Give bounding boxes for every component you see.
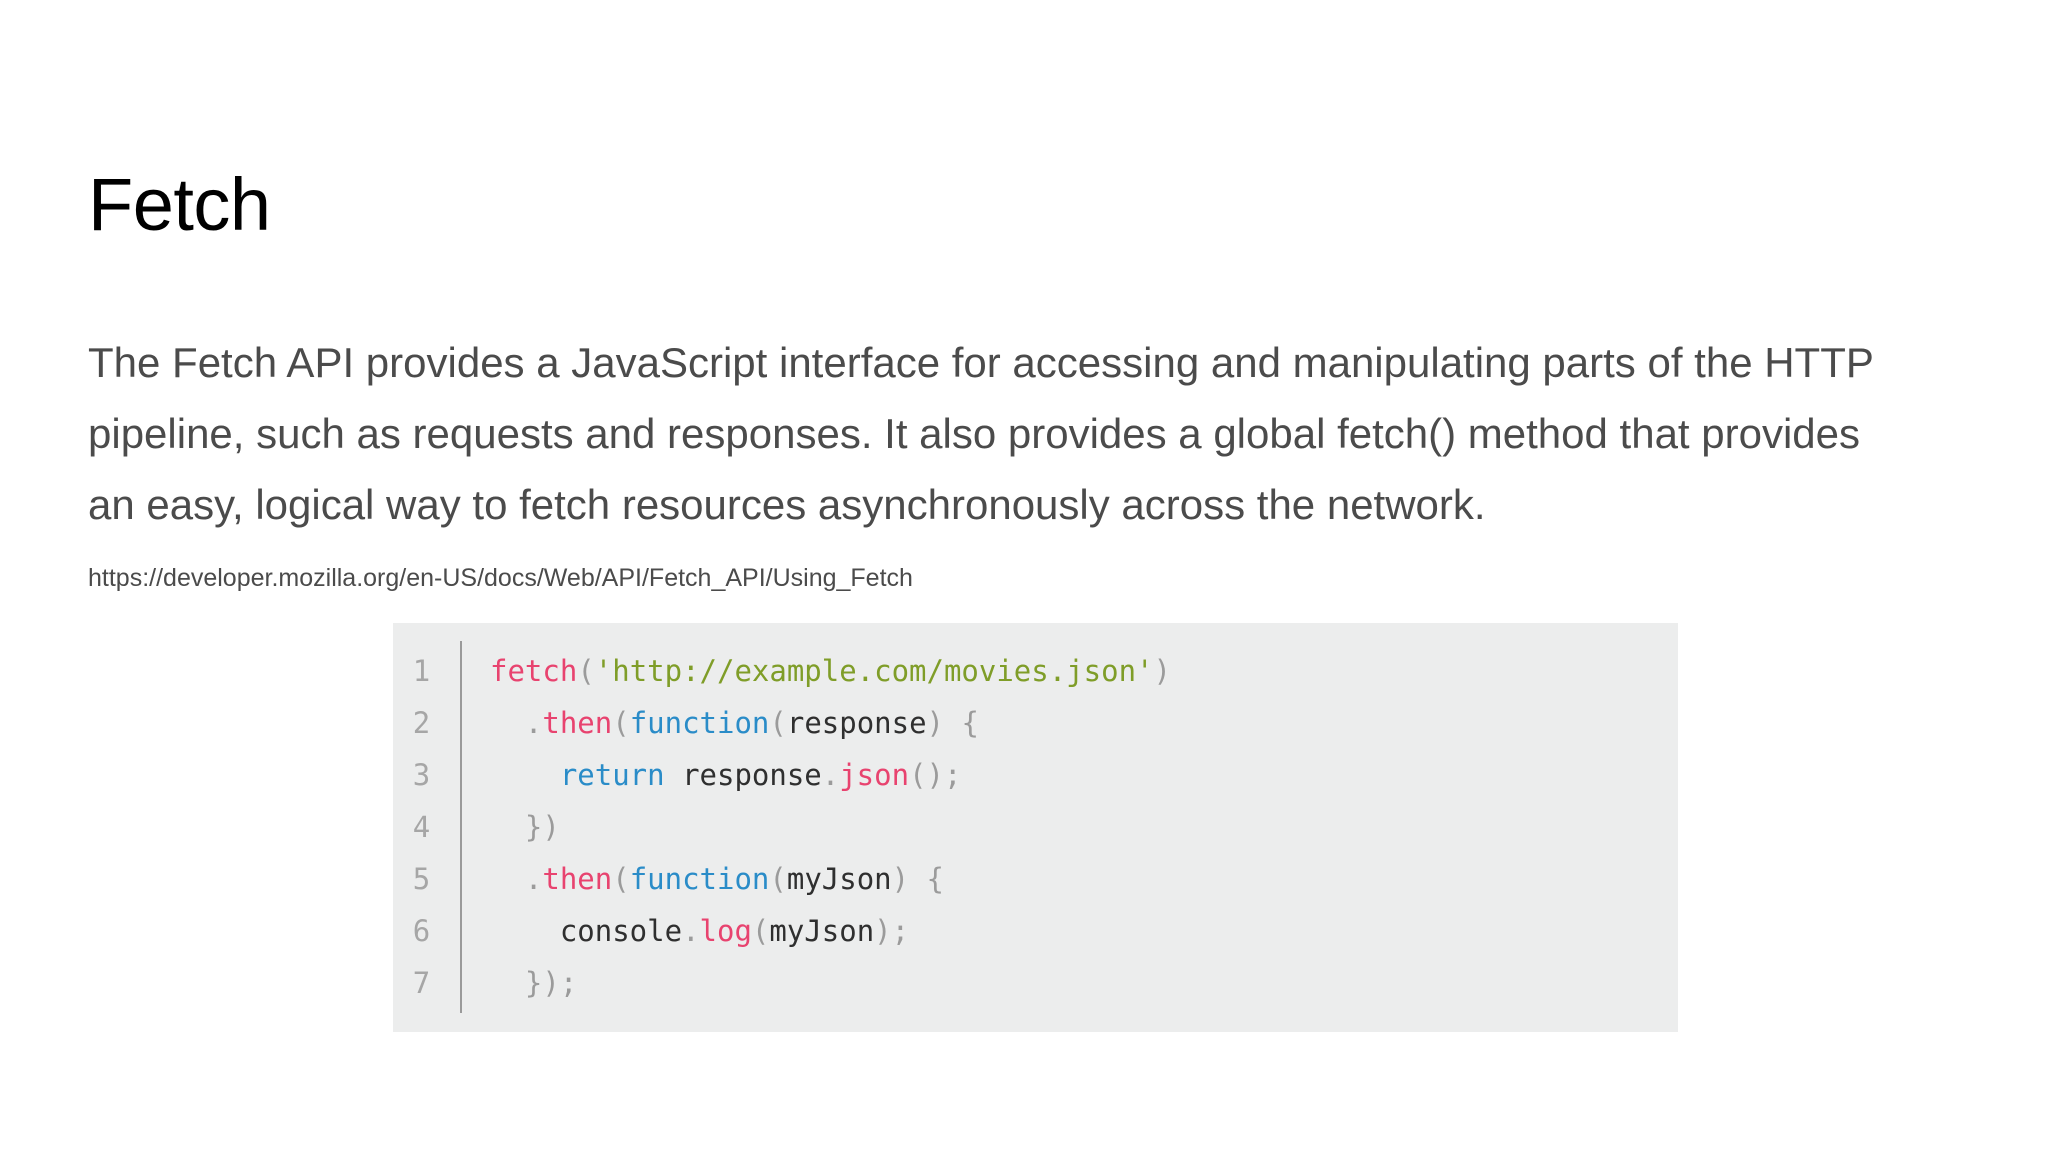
code-token-plain: console	[490, 914, 683, 948]
code-line: 5 .then(function(myJson) {	[393, 849, 1678, 909]
code-token-punct: .	[490, 706, 543, 740]
line-number: 3	[412, 758, 431, 792]
code-token-plain: myJson	[786, 862, 892, 896]
code-token-punct: (	[769, 706, 787, 740]
code-token-punct: (	[769, 862, 787, 896]
gutter-divider	[450, 849, 474, 909]
code-token-punct: ) {	[926, 706, 979, 740]
line-number: 5	[412, 862, 431, 896]
code-token-punct: .	[490, 862, 543, 896]
code-token-punct: });	[490, 966, 578, 1000]
code-token-fn: json	[839, 758, 910, 792]
gutter-divider	[450, 953, 474, 1013]
gutter-divider	[450, 797, 474, 857]
code-token-plain	[490, 758, 560, 792]
code-token-punct: ();	[909, 758, 962, 792]
code-token-punct: .	[682, 914, 700, 948]
code-line: 6 console.log(myJson);	[393, 901, 1678, 961]
line-number: 7	[412, 966, 431, 1000]
code-token-plain: response	[664, 758, 822, 792]
gutter-divider	[450, 745, 474, 805]
code-token-punct: )	[1153, 654, 1171, 688]
page-title: Fetch	[88, 162, 271, 246]
code-line-content: return response.json();	[474, 749, 1678, 801]
code-token-punct: (	[577, 654, 595, 688]
code-token-plain: response	[786, 706, 927, 740]
code-line: 3 return response.json();	[393, 745, 1678, 805]
code-line-content: .then(function(myJson) {	[474, 853, 1678, 905]
code-token-punct: .	[821, 758, 840, 792]
gutter-divider	[450, 901, 474, 961]
code-token-kw: function	[629, 706, 770, 740]
code-line-content: fetch('http://example.com/movies.json')	[474, 645, 1678, 697]
code-token-fn: log	[699, 914, 752, 948]
gutter-divider	[450, 641, 474, 701]
gutter-divider	[450, 693, 474, 753]
code-token-fn: fetch	[490, 654, 578, 688]
code-line-content: })	[474, 801, 1678, 853]
code-line-content: console.log(myJson);	[474, 905, 1678, 957]
code-line-content: .then(function(response) {	[474, 697, 1678, 749]
code-token-kw: return	[559, 758, 665, 792]
code-token-punct: (	[751, 914, 770, 948]
code-token-plain: myJson	[769, 914, 875, 948]
code-token-punct: (	[612, 706, 630, 740]
code-token-punct: })	[490, 810, 560, 844]
code-token-string: 'http://example.com/movies.json'	[594, 654, 1154, 688]
code-line: 2 .then(function(response) {	[393, 693, 1678, 753]
code-token-kw: function	[629, 862, 770, 896]
source-url-caption: https://developer.mozilla.org/en-US/docs…	[88, 564, 913, 592]
code-line: 1 fetch('http://example.com/movies.json')	[393, 641, 1678, 701]
code-line-content: });	[474, 957, 1678, 1009]
body-paragraph: The Fetch API provides a JavaScript inte…	[88, 339, 1874, 528]
code-token-fn: then	[542, 862, 613, 896]
code-token-punct: ) {	[891, 862, 945, 896]
line-number: 4	[412, 810, 431, 844]
line-number: 2	[412, 706, 431, 740]
code-token-punct: );	[874, 914, 910, 948]
line-number: 6	[412, 914, 431, 948]
line-number: 1	[412, 654, 431, 688]
code-token-fn: then	[542, 706, 613, 740]
code-line: 7 });	[393, 953, 1678, 1013]
code-token-punct: (	[612, 862, 630, 896]
code-line: 4 })	[393, 797, 1678, 857]
